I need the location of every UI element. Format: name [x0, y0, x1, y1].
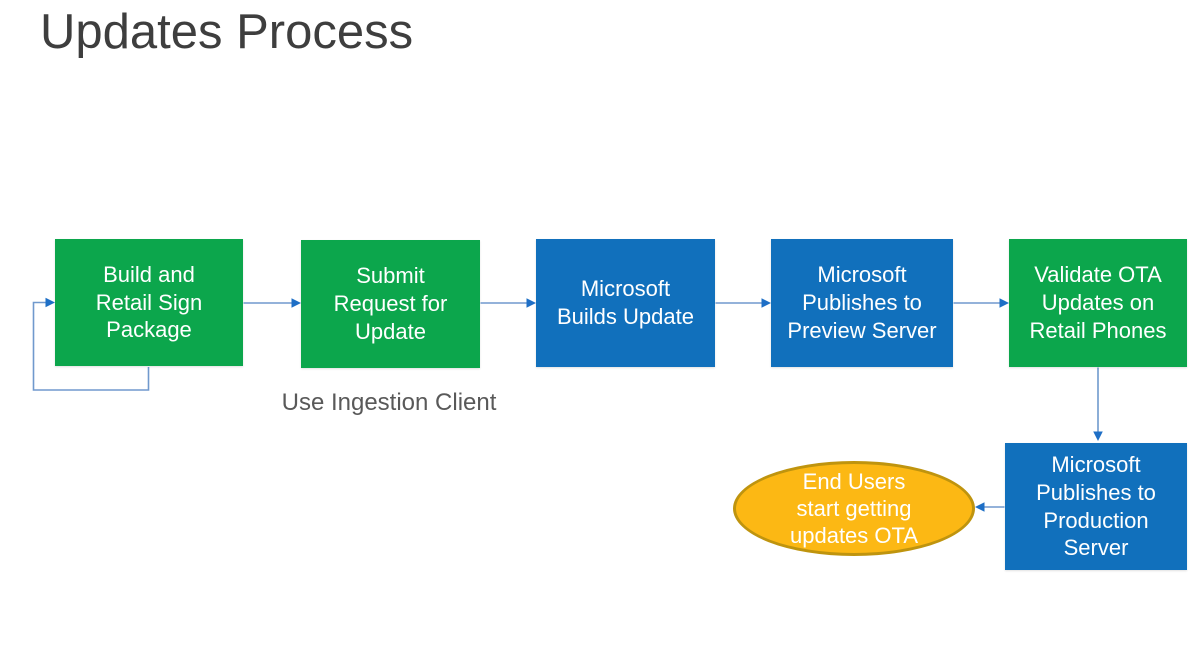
node-build-retail-sign-package: Build and Retail Sign Package [55, 239, 243, 366]
node-label: Build and Retail Sign Package [95, 261, 203, 343]
node-microsoft-publishes-production: Microsoft Publishes to Production Server [1005, 443, 1187, 570]
ingestion-client-note: Use Ingestion Client [281, 389, 497, 416]
node-microsoft-publishes-preview: Microsoft Publishes to Preview Server [771, 239, 953, 367]
connector-preview-to-validate [953, 298, 1009, 308]
connector-builds-to-preview [715, 298, 771, 308]
node-label: Microsoft Publishes to Production Server [1036, 452, 1156, 561]
node-label: Validate OTA Updates on Retail Phones [1029, 262, 1167, 343]
node-label: Submit Request for Update [333, 263, 448, 344]
node-label: Microsoft Publishes to Preview Server [787, 262, 937, 343]
node-submit-request-for-update: Submit Request for Update [301, 240, 480, 368]
node-microsoft-builds-update: Microsoft Builds Update [536, 239, 715, 367]
node-label: End Users start getting updates OTA [790, 468, 918, 549]
node-end-users-get-updates: End Users start getting updates OTA [733, 461, 975, 556]
node-validate-ota-updates: Validate OTA Updates on Retail Phones [1009, 239, 1187, 367]
connector-validate-to-production [1093, 367, 1103, 441]
node-label: Microsoft Builds Update [557, 276, 694, 329]
slide-title: Updates Process [40, 5, 414, 59]
connector-build-to-submit [243, 298, 301, 308]
connector-submit-to-builds [480, 298, 536, 308]
connector-production-to-endusers [975, 502, 1005, 512]
